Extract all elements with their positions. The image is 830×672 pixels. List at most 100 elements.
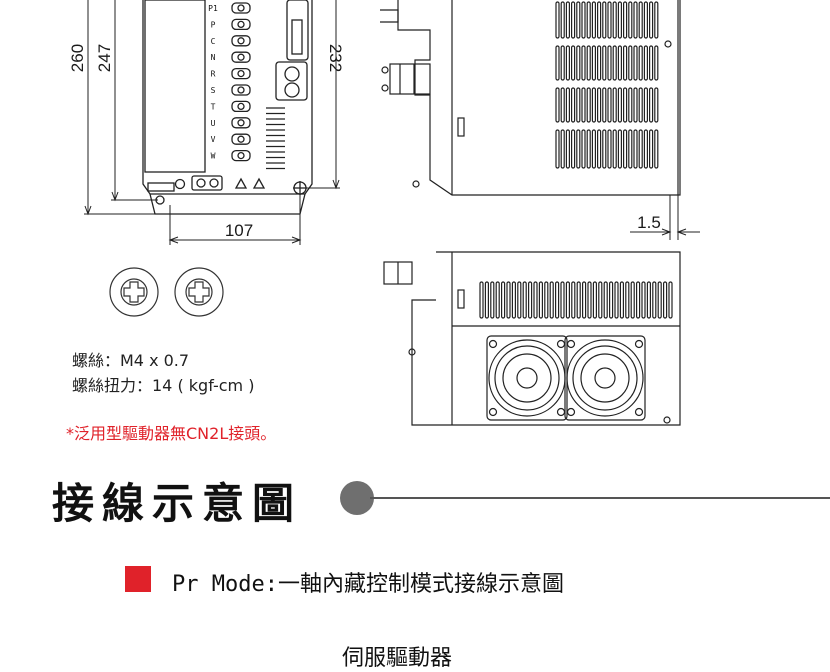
bottom-vent-slot (571, 281, 576, 319)
bottom-vent-slot (657, 281, 662, 319)
fan-frame (486, 335, 568, 421)
bottom-vent-slot (511, 281, 517, 319)
side-vent-slot (654, 1, 659, 39)
side-plug-pin-a (381, 66, 389, 74)
fan-hub (516, 367, 538, 389)
front-vent-slots (266, 107, 285, 170)
side-vent-slot (560, 87, 565, 123)
bottom-vent-slot (484, 281, 489, 319)
side-vent-slot (570, 87, 576, 123)
dim-label-1-5: 1.5 (637, 213, 661, 232)
side-vent-grid (555, 1, 659, 169)
bottom-vent-slot (587, 281, 592, 319)
terminal-screw-housing (231, 51, 251, 63)
terminal-screw-housing (231, 117, 251, 129)
bottom-vent-slot (495, 281, 500, 319)
dim-arrow-1-5-left (661, 228, 672, 236)
fan-screw (556, 407, 566, 417)
terminal-screw (237, 151, 245, 160)
bottom-vent-slot (576, 281, 581, 319)
bottom-vent-slot (668, 281, 673, 319)
side-vent-slot (565, 129, 571, 169)
side-vent-slot (555, 45, 560, 81)
bottom-vent-slot (625, 281, 630, 319)
side-vent-slot (591, 129, 597, 169)
front-case-outline (142, 0, 313, 195)
side-vent-slot (602, 129, 607, 169)
fans (486, 335, 646, 421)
side-vent-slot (586, 129, 591, 169)
side-foot-hole (412, 180, 420, 188)
dim-arrow-107-right (291, 236, 302, 244)
ground-screw-b (196, 178, 206, 188)
nameplate-small (147, 182, 175, 192)
connector-mid (275, 61, 308, 101)
side-vent-slot (602, 45, 607, 81)
bottom-vent-slot (598, 281, 603, 319)
terminal-label: C (211, 37, 216, 46)
side-vent-slot (607, 87, 612, 123)
fan-guard-ring (566, 339, 644, 417)
bottom-vent-slot (608, 281, 614, 319)
side-vent-slot (617, 87, 623, 123)
side-vent-slot (622, 129, 628, 169)
bottom-vent-slot (527, 281, 533, 319)
fan-guard-ring (488, 339, 566, 417)
section-subtitle: Pr Mode:一軸內藏控制模式接線示意圖 (172, 572, 564, 597)
bottom-side-panel (411, 299, 436, 426)
side-vent-slot (555, 1, 560, 39)
screw-spec-note: 螺絲：M4 x 0.7 (72, 351, 190, 370)
ground-screw-c (209, 178, 219, 188)
bottom-vent-slot (646, 281, 652, 319)
side-vent-slot (560, 129, 565, 169)
side-vent-slot (633, 1, 638, 39)
side-vent-slot (565, 1, 571, 39)
side-vent-slot (622, 1, 628, 39)
bottom-vent-slot (501, 281, 506, 319)
side-vent-slot (581, 129, 586, 169)
bottom-vent-slot (630, 281, 635, 319)
side-vent-slot (633, 129, 638, 169)
bottom-vent-slot (549, 281, 554, 319)
side-vent-slot (612, 45, 617, 81)
side-vent-slot (607, 45, 612, 81)
fan-guard-ring (580, 353, 630, 403)
side-vent-slot (591, 1, 597, 39)
terminal-label: W (211, 152, 216, 161)
section-title: 接線示意圖 (52, 479, 303, 528)
side-vent-slot (622, 45, 628, 81)
warning-triangle-a (234, 177, 248, 189)
screw-icon-a (109, 267, 159, 317)
side-vent-slot (565, 45, 571, 81)
side-vent-slot (555, 87, 560, 123)
terminal-screw (237, 20, 245, 29)
side-vent-slot (560, 1, 565, 39)
bottom-vent-slot (522, 281, 527, 319)
side-vent-slot (581, 1, 586, 39)
terminal-label: U (211, 119, 216, 128)
fan-screw (488, 339, 498, 349)
fan-hub (594, 367, 616, 389)
fan-guard-ring (502, 353, 552, 403)
side-vent-slot (560, 45, 565, 81)
side-vent-slot (576, 45, 581, 81)
side-vent-slot (617, 45, 623, 81)
ground-terminal-block (191, 175, 223, 191)
side-vent-slot (602, 1, 607, 39)
bottom-vent-slot (641, 281, 646, 319)
side-vent-slot (596, 129, 602, 169)
connector-top (286, 0, 309, 61)
side-vent-slot (596, 45, 602, 81)
bottom-vent-slot (565, 281, 571, 319)
side-view (380, 0, 681, 196)
bottom-vent-slot (554, 281, 560, 319)
side-vent-slot (591, 45, 597, 81)
bottom-vent-slot (506, 281, 511, 319)
terminal-screw-housing (231, 35, 251, 47)
bottom-vent-slot (619, 281, 625, 319)
side-rivet (664, 40, 672, 48)
screw-icon-b (174, 267, 224, 317)
terminal-screw (237, 37, 245, 45)
title-decor-dot (340, 481, 374, 515)
